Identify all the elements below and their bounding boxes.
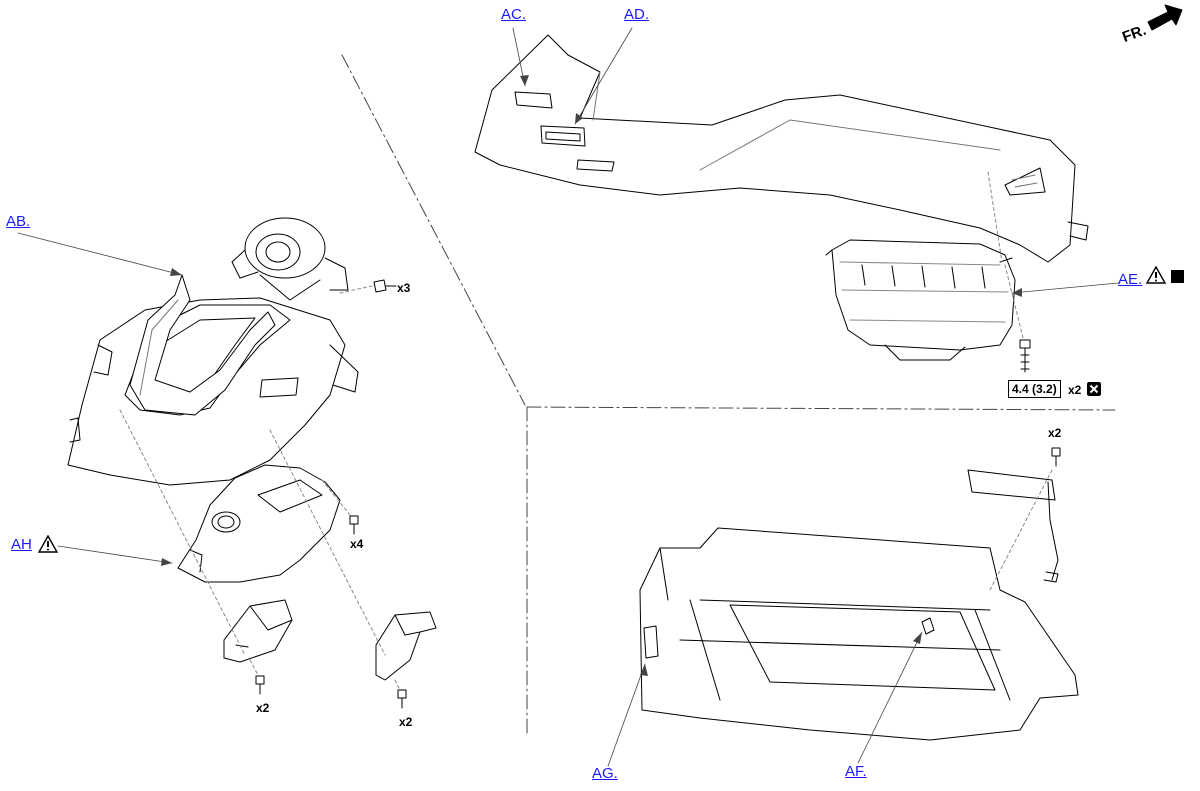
callout-ac[interactable]: AC. xyxy=(501,6,527,23)
leader-ah xyxy=(57,545,173,564)
left-bracket-screw xyxy=(255,675,265,695)
arrowhead-af xyxy=(913,632,922,644)
passenger-airbag-module xyxy=(825,239,1016,361)
shift-boot-trim xyxy=(129,274,276,416)
front-direction-arrow xyxy=(1147,4,1183,31)
leader-ab xyxy=(17,232,183,276)
callout-ah[interactable]: AH xyxy=(11,536,32,553)
dashboard-panel xyxy=(474,34,1089,263)
console-screw xyxy=(349,515,359,535)
qty-glovebox-screws: x2 xyxy=(1048,426,1062,440)
airbag-bolt-guide xyxy=(1004,264,1024,339)
arrowhead-ab xyxy=(170,268,182,276)
left-bracket xyxy=(223,599,293,663)
callout-ae[interactable]: AE. xyxy=(1118,271,1143,288)
glove-box-frame xyxy=(639,527,1079,741)
callout-ad[interactable]: AD. xyxy=(624,6,650,23)
glove-box-light xyxy=(967,469,1059,583)
leader-af xyxy=(857,631,923,764)
qty-left-bracket-screws: x2 xyxy=(256,701,270,715)
glove-box-latch-clip xyxy=(643,625,659,659)
bracket-screw-guide-left xyxy=(249,659,259,676)
glove-box-screw xyxy=(1051,447,1061,467)
qty-right-bracket-screws: x2 xyxy=(399,715,413,729)
right-bracket-screw xyxy=(397,689,407,709)
arrowhead-ad xyxy=(575,113,583,124)
console-lower-body xyxy=(177,464,341,583)
warning-triangle-icon xyxy=(38,535,58,553)
arrowhead-ag xyxy=(640,664,648,676)
right-bracket xyxy=(375,611,437,681)
airbag-bolt xyxy=(1019,339,1031,373)
bracket-guide-right xyxy=(269,429,386,656)
console-screw-guide xyxy=(321,479,351,516)
bracket-guide-left xyxy=(119,409,246,656)
glove-box-damper xyxy=(921,617,935,635)
warning-triangle-icon xyxy=(1146,266,1166,284)
airbag-guide-line xyxy=(987,171,1003,263)
qty-knob-screws: x3 xyxy=(397,281,411,295)
leader-ad xyxy=(574,27,633,125)
x-box-icon xyxy=(1087,382,1101,396)
divider-diagonal xyxy=(341,54,526,406)
leader-ag xyxy=(607,663,646,767)
glovebox-screw-guide xyxy=(989,469,1053,591)
knob-screw-guide xyxy=(339,285,373,294)
callout-ag[interactable]: AG. xyxy=(592,765,618,782)
leader-ae xyxy=(1011,282,1119,294)
arrowhead-ae xyxy=(1012,288,1022,297)
callout-af[interactable]: AF. xyxy=(845,763,867,780)
shift-knob xyxy=(231,217,349,301)
callout-ab[interactable]: AB. xyxy=(6,213,31,230)
qty-airbag-bolts: x2 xyxy=(1068,383,1082,397)
divider-horizontal xyxy=(526,406,1116,411)
torque-spec-box: 4.4 (3.2) xyxy=(1008,380,1061,398)
knob-screw xyxy=(373,279,397,293)
bracket-screw-guide-right xyxy=(394,679,401,691)
qty-console-screws: x4 xyxy=(350,537,364,551)
solid-square-icon xyxy=(1171,270,1184,283)
arrowhead-ac xyxy=(520,75,529,86)
arrowhead-ah xyxy=(161,558,172,566)
